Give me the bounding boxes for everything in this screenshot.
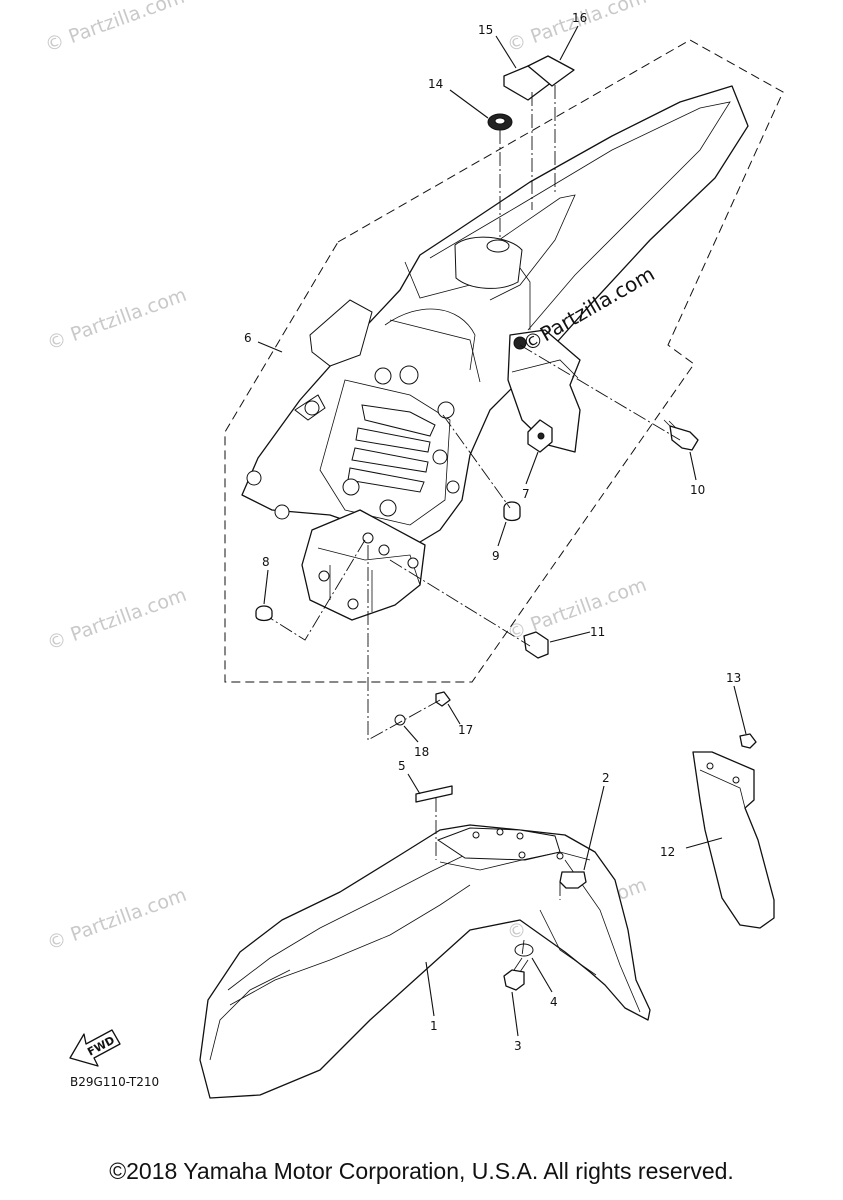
callout-12: 12 (660, 845, 675, 859)
bolt-part-3 (503, 969, 525, 991)
washer-part-18 (394, 714, 406, 726)
assembly-lines (269, 85, 681, 957)
front-small-parts (415, 785, 587, 991)
bolt-part-11 (523, 631, 549, 659)
washer-part-4 (514, 943, 534, 957)
callout-3: 3 (514, 1039, 522, 1053)
callout-7: 7 (522, 487, 530, 501)
bolt-part-10 (669, 425, 699, 451)
label-part-5 (415, 785, 453, 803)
fwd-arrow: FWD (69, 1029, 121, 1067)
callout-15: 15 (478, 23, 493, 37)
callout-11: 11 (590, 625, 605, 639)
watermark: © Partzilla.com (42, 0, 187, 57)
callout-9: 9 (492, 549, 500, 563)
callout-13: 13 (726, 671, 741, 685)
watermark: © Partzilla.com (44, 884, 189, 955)
watermark: © Partzilla.com (44, 584, 189, 655)
callout-1: 1 (430, 1019, 438, 1033)
callout-6: 6 (244, 331, 252, 345)
callout-10: 10 (690, 483, 705, 497)
assembly-boundary (224, 39, 784, 683)
washer-part-8 (255, 605, 273, 622)
emblem-part-16 (527, 55, 575, 87)
collar-part-9 (503, 501, 521, 522)
callout-4: 4 (550, 995, 558, 1009)
callout-5: 5 (398, 759, 406, 773)
callout-16: 16 (572, 11, 587, 25)
callout-2: 2 (602, 771, 610, 785)
callout-18: 18 (414, 745, 429, 759)
screw-part-13 (739, 733, 757, 749)
diagram-code: B29G110-T210 (70, 1075, 159, 1089)
watermark: © Partzilla.com (44, 284, 189, 355)
rear-fender (241, 85, 749, 621)
fork-guard (692, 733, 775, 929)
callout-leaders (257, 25, 747, 1037)
front-fender (199, 824, 651, 1099)
callout-17: 17 (458, 723, 473, 737)
callout-14: 14 (428, 77, 443, 91)
callout-labels: 15 16 14 6 7 10 9 8 11 17 18 5 2 13 12 1… (244, 11, 741, 1053)
watermark: © Partzilla.com (504, 574, 649, 645)
copyright-footer: ©2018 Yamaha Motor Corporation, U.S.A. A… (109, 1158, 734, 1184)
screw-part-17 (435, 691, 451, 707)
upper-small-parts (255, 55, 699, 726)
callout-8: 8 (262, 555, 270, 569)
nut-part-2 (559, 871, 587, 889)
